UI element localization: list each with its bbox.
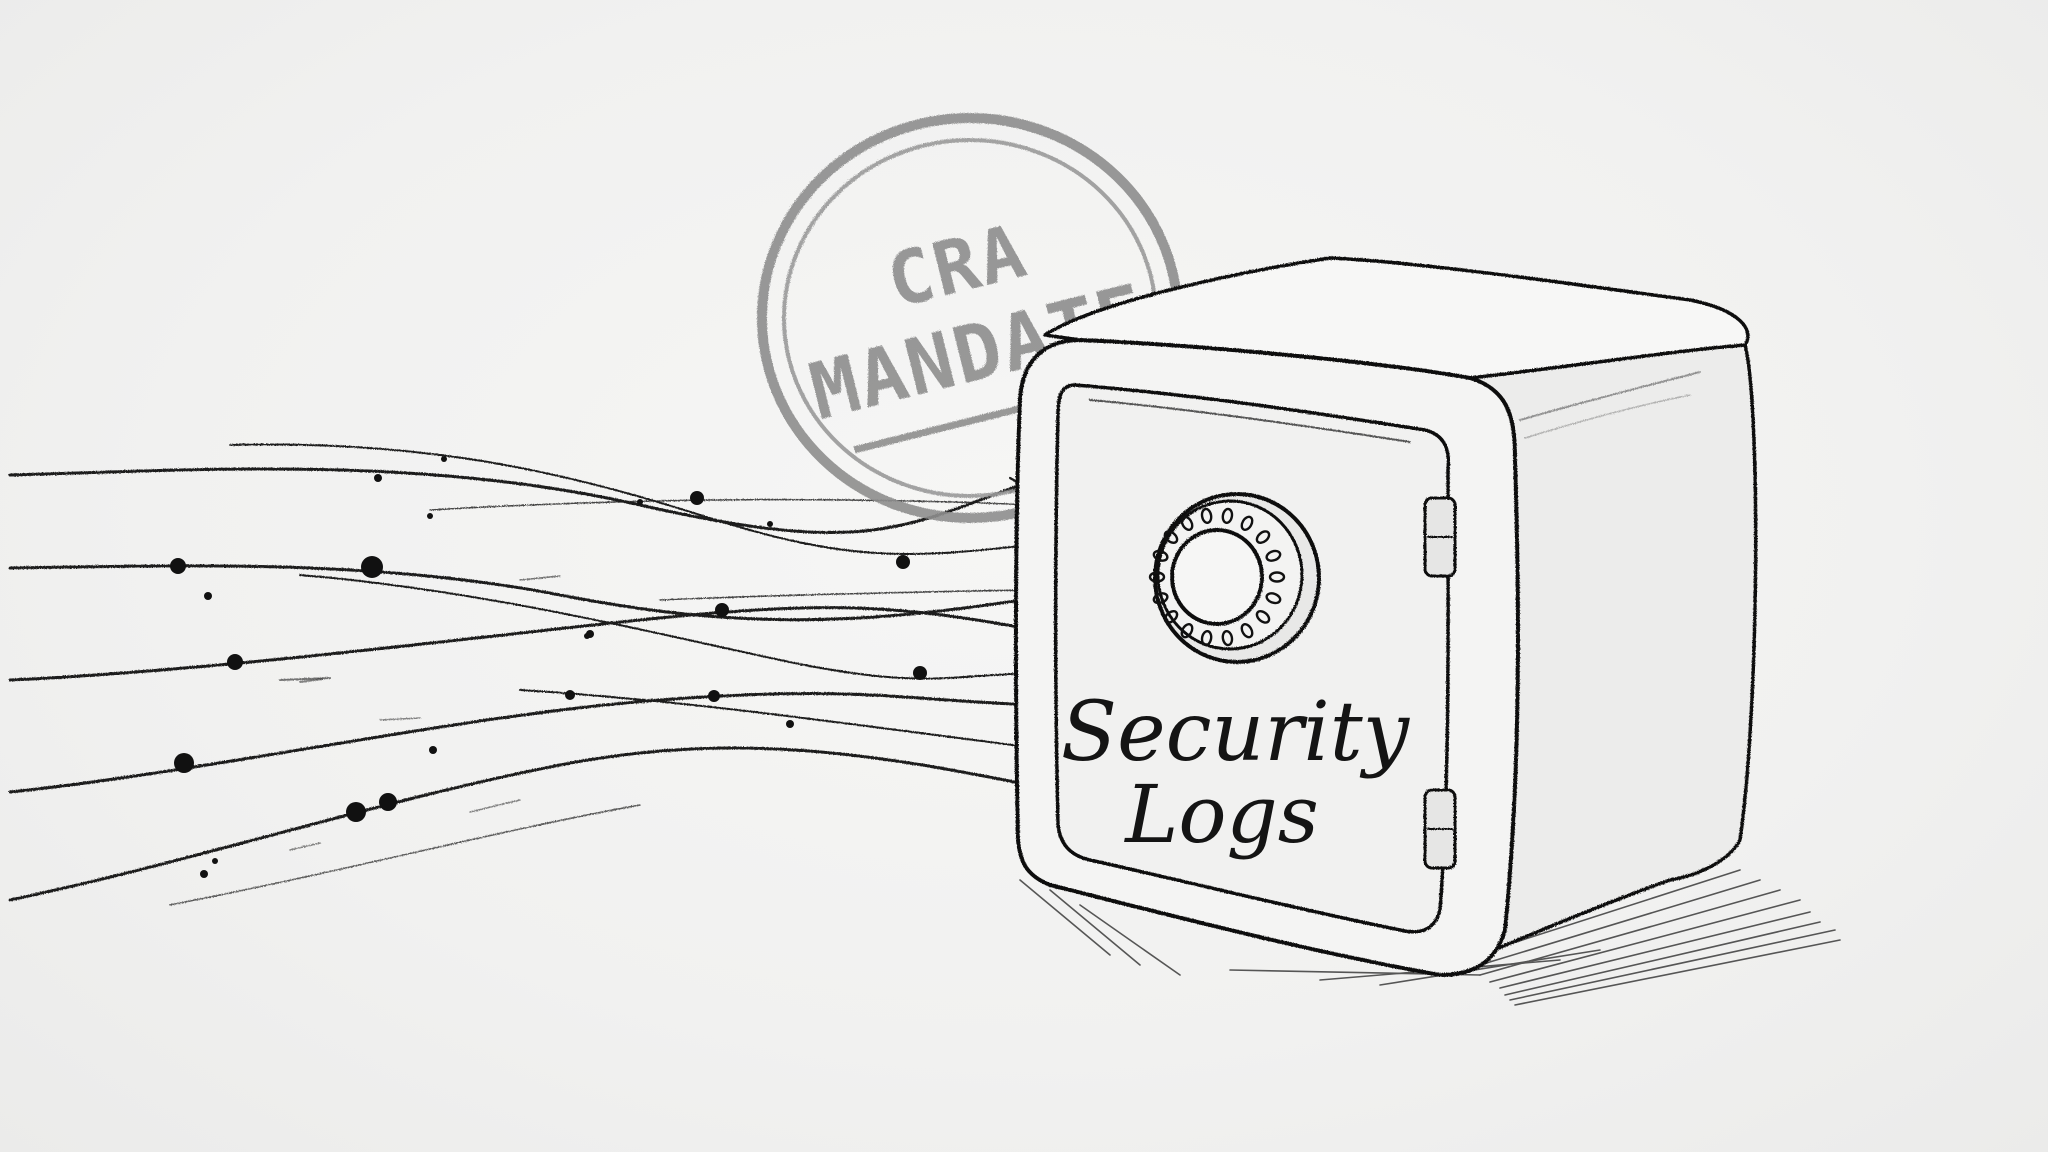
- data-particles: [170, 456, 927, 878]
- dial-notch: [1180, 623, 1194, 639]
- dial-notch: [1255, 530, 1271, 544]
- stream-line: [519, 689, 1036, 749]
- safe-highlight: [1519, 371, 1701, 421]
- data-dot: [227, 654, 243, 670]
- data-dot: [690, 491, 704, 505]
- dial-notch: [1240, 623, 1254, 639]
- dial-notch: [1200, 507, 1213, 525]
- data-dot: [708, 690, 720, 702]
- data-dot: [896, 555, 910, 569]
- dial-notch: [1265, 592, 1282, 605]
- data-streams: [8, 443, 1042, 906]
- data-dot: [767, 521, 773, 527]
- dial-notch: [1240, 515, 1254, 531]
- dial-notch: [1180, 515, 1194, 531]
- data-dot: [170, 558, 186, 574]
- dial-notch: [1200, 629, 1213, 647]
- data-dot: [346, 802, 366, 822]
- dial-notch: [1163, 530, 1179, 544]
- stream-line: [8, 692, 1037, 794]
- data-dot: [429, 746, 437, 754]
- safe-label-line1: Security: [1061, 685, 1411, 780]
- data-dot: [379, 793, 397, 811]
- dial-notch: [1148, 571, 1166, 583]
- dial-notch: [1152, 549, 1169, 562]
- data-dot: [913, 666, 927, 680]
- data-dot: [204, 592, 212, 600]
- stream-line: [8, 746, 1042, 902]
- stream-line: [169, 804, 641, 906]
- stream-dash: [299, 678, 323, 683]
- stream-line: [659, 589, 1036, 601]
- dial-notch: [1221, 629, 1234, 647]
- stream-line: [429, 498, 1036, 511]
- dial-notch: [1152, 592, 1169, 605]
- safe-highlight: [1524, 394, 1691, 439]
- dial-notch: [1255, 610, 1271, 624]
- stream-line: [229, 443, 1031, 555]
- data-dot: [786, 720, 794, 728]
- dial-notch: [1265, 549, 1282, 562]
- data-dot: [427, 513, 433, 519]
- stream-line: [8, 606, 1037, 682]
- combination-dial-icon: [1153, 492, 1321, 664]
- data-dot: [174, 753, 194, 773]
- safe-right-face: [1468, 343, 1758, 962]
- safe-shadow: [1019, 869, 1841, 1006]
- data-dot: [715, 603, 729, 617]
- data-dot: [584, 633, 590, 639]
- data-dot: [361, 556, 383, 578]
- dial-notch: [1268, 571, 1286, 583]
- safe: [1013, 256, 1758, 977]
- safe-label: Security Logs: [1061, 685, 1411, 861]
- stream-line: [8, 467, 1022, 535]
- stream-dash: [379, 717, 421, 721]
- dial-notch: [1221, 507, 1234, 525]
- stream-line: [299, 574, 1036, 680]
- stream-dash: [519, 575, 561, 581]
- safe-door-inner-edge: [1089, 399, 1411, 443]
- stream-dash: [469, 799, 521, 813]
- data-dot: [441, 456, 447, 462]
- stream-dash: [289, 842, 321, 851]
- data-dot: [200, 870, 208, 878]
- data-dot: [637, 499, 643, 505]
- data-dot: [565, 690, 575, 700]
- dial-notch: [1163, 610, 1179, 624]
- safe-label-line2: Logs: [1123, 768, 1319, 861]
- data-dot: [212, 858, 218, 864]
- dial-notches: [1148, 507, 1286, 647]
- data-dot: [374, 474, 382, 482]
